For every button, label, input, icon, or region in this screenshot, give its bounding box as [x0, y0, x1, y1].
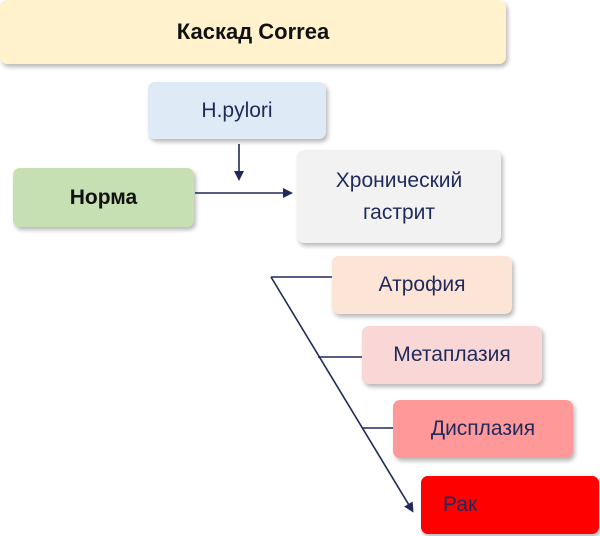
gastrit-node: Хронический гастрит: [297, 150, 501, 243]
rak-label: Рак: [443, 493, 478, 516]
displazia-label: Дисплазия: [430, 417, 536, 440]
atrofia-label: Атрофия: [378, 273, 466, 296]
hpylori-label: H.pylori: [201, 98, 273, 122]
hpylori-node: H.pylori: [148, 82, 326, 139]
cascade-diagonal-arrow: [270, 276, 414, 513]
diagram-title: Каскад Correa: [176, 19, 330, 44]
gastrit-label: Хронический гастрит: [335, 168, 463, 224]
atrofia-node: Атрофия: [332, 256, 512, 314]
rak-node: Рак: [421, 476, 599, 534]
metaplazia-label: Метаплазия: [393, 343, 511, 366]
metaplazia-node: Метаплазия: [362, 326, 542, 384]
displazia-node: Дисплазия: [393, 400, 573, 458]
norma-node: Норма: [13, 168, 194, 227]
title-box: Каскад Correa: [0, 0, 506, 64]
norma-label: Норма: [69, 185, 138, 209]
